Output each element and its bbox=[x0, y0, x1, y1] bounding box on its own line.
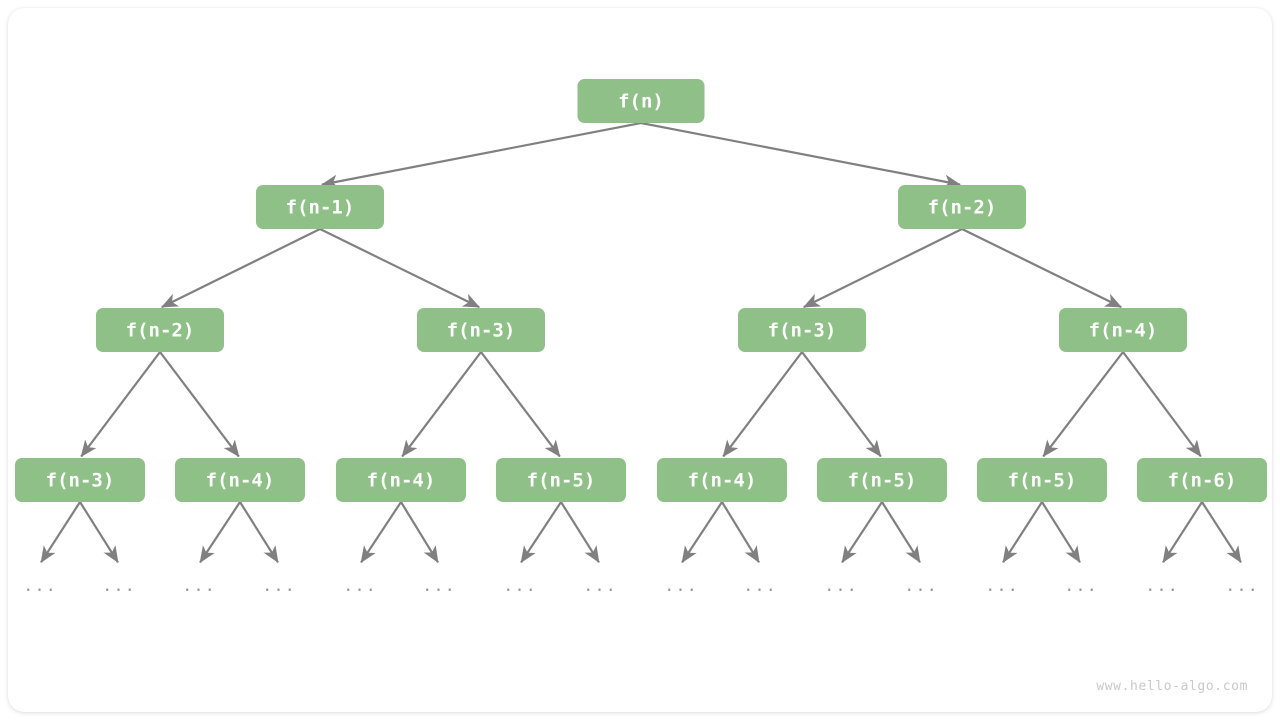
tree-node-box bbox=[657, 458, 787, 502]
tree-edge bbox=[161, 228, 321, 309]
tree-edge bbox=[80, 351, 161, 458]
tree-edge bbox=[520, 501, 562, 564]
tree-node[interactable]: f(n-4) bbox=[657, 458, 787, 502]
tree-ellipsis-label: ... bbox=[23, 576, 57, 596]
tree-ellipsis-label: ... bbox=[422, 576, 456, 596]
tree-ellipsis-label: ... bbox=[102, 576, 136, 596]
tree-node-label: f(n-3) bbox=[447, 320, 516, 342]
tree-edge bbox=[961, 228, 1122, 309]
tree-edge bbox=[360, 501, 402, 564]
tree-node-label: f(n-5) bbox=[848, 470, 917, 492]
tree-node-label: f(n-1) bbox=[286, 197, 355, 219]
tree-edge bbox=[1041, 501, 1081, 564]
tree-ellipsis-label: ... bbox=[583, 576, 617, 596]
tree-edge bbox=[721, 501, 760, 564]
tree-ellipsis-label: ... bbox=[1064, 576, 1098, 596]
edges-layer bbox=[40, 121, 1242, 564]
tree-node[interactable]: f(n-2) bbox=[898, 185, 1026, 229]
tree-node[interactable]: f(n-3) bbox=[15, 458, 145, 502]
tree-edge bbox=[640, 121, 961, 189]
diagram-card bbox=[8, 8, 1272, 712]
tree-edge bbox=[1201, 501, 1242, 564]
tree-edge bbox=[801, 351, 882, 458]
tree-node-box bbox=[417, 308, 545, 352]
tree-edge bbox=[480, 351, 561, 458]
tree-node[interactable]: f(n-3) bbox=[738, 308, 866, 352]
tree-ellipsis-label: ... bbox=[343, 576, 377, 596]
tree-edge bbox=[841, 501, 883, 564]
tree-node-box bbox=[1137, 458, 1267, 502]
tree-ellipsis-label: ... bbox=[664, 576, 698, 596]
tree-edge bbox=[401, 351, 482, 458]
tree-ellipsis-label: ... bbox=[743, 576, 777, 596]
tree-ellipsis-label: ... bbox=[503, 576, 537, 596]
tree-edge bbox=[881, 501, 921, 564]
tree-node[interactable]: f(n-4) bbox=[175, 458, 305, 502]
tree-node-box bbox=[977, 458, 1107, 502]
tree-ellipsis-label: ... bbox=[985, 576, 1019, 596]
tree-edge bbox=[681, 501, 723, 564]
tree-node-label: f(n-3) bbox=[46, 470, 115, 492]
tree-node-label: f(n-2) bbox=[126, 320, 195, 342]
tree-edge bbox=[321, 121, 642, 189]
tree-node-box bbox=[336, 458, 466, 502]
tree-node-label: f(n-4) bbox=[367, 470, 436, 492]
tree-node-label: f(n-5) bbox=[527, 470, 596, 492]
tree-edge bbox=[1042, 351, 1124, 458]
tree-node[interactable]: f(n-6) bbox=[1137, 458, 1267, 502]
tree-ellipsis-label: ... bbox=[904, 576, 938, 596]
tree-node[interactable]: f(n) bbox=[577, 79, 705, 123]
tree-node-box bbox=[577, 79, 705, 123]
tree-node-box bbox=[96, 308, 224, 352]
tree-node[interactable]: f(n-5) bbox=[817, 458, 947, 502]
tree-node-box bbox=[817, 458, 947, 502]
tree-node[interactable]: f(n-5) bbox=[496, 458, 626, 502]
tree-edge bbox=[1002, 501, 1043, 564]
tree-edge bbox=[319, 228, 480, 309]
tree-node-label: f(n-5) bbox=[1008, 470, 1077, 492]
tree-node-label: f(n) bbox=[618, 91, 664, 113]
tree-ellipsis-label: ... bbox=[1145, 576, 1179, 596]
tree-edge bbox=[1122, 351, 1202, 458]
tree-edge bbox=[722, 351, 803, 458]
tree-node[interactable]: f(n-3) bbox=[417, 308, 545, 352]
tree-edge bbox=[40, 501, 81, 564]
tree-node-box bbox=[15, 458, 145, 502]
tree-node[interactable]: f(n-4) bbox=[1059, 308, 1187, 352]
tree-node-label: f(n-6) bbox=[1168, 470, 1237, 492]
tree-node-label: f(n-4) bbox=[1089, 320, 1158, 342]
nodes-layer: f(n) f(n-1) f(n-2) f(n-2) f(n-3) f(n-3) f(n-4)… bbox=[15, 79, 1267, 502]
tree-ellipsis-label: ... bbox=[1225, 576, 1259, 596]
tree-node-box bbox=[175, 458, 305, 502]
tree-edge bbox=[400, 501, 439, 564]
tree-edge bbox=[159, 351, 240, 458]
tree-edge bbox=[803, 228, 963, 309]
tree-node[interactable]: f(n-2) bbox=[96, 308, 224, 352]
tree-node-label: f(n-2) bbox=[928, 197, 997, 219]
tree-ellipsis-label: ... bbox=[824, 576, 858, 596]
tree-node-box bbox=[1059, 308, 1187, 352]
tree-ellipsis-label: ... bbox=[182, 576, 216, 596]
tree-ellipsis-label: ... bbox=[262, 576, 296, 596]
tree-node-box bbox=[738, 308, 866, 352]
tree-edge bbox=[560, 501, 600, 564]
tree-node-box bbox=[496, 458, 626, 502]
tree-node-box bbox=[256, 185, 384, 229]
ellipses-layer: ........................................… bbox=[23, 576, 1259, 596]
tree-node[interactable]: f(n-1) bbox=[256, 185, 384, 229]
tree-node-box bbox=[898, 185, 1026, 229]
tree-node[interactable]: f(n-5) bbox=[977, 458, 1107, 502]
tree-node-label: f(n-3) bbox=[768, 320, 837, 342]
tree-node-label: f(n-4) bbox=[688, 470, 757, 492]
tree-edge bbox=[79, 501, 119, 564]
tree-edge bbox=[199, 501, 241, 564]
tree-edge bbox=[239, 501, 279, 564]
tree-node-label: f(n-4) bbox=[206, 470, 275, 492]
tree-edge bbox=[1162, 501, 1203, 564]
watermark-label: www.hello-algo.com bbox=[1096, 679, 1248, 694]
tree-node[interactable]: f(n-4) bbox=[336, 458, 466, 502]
